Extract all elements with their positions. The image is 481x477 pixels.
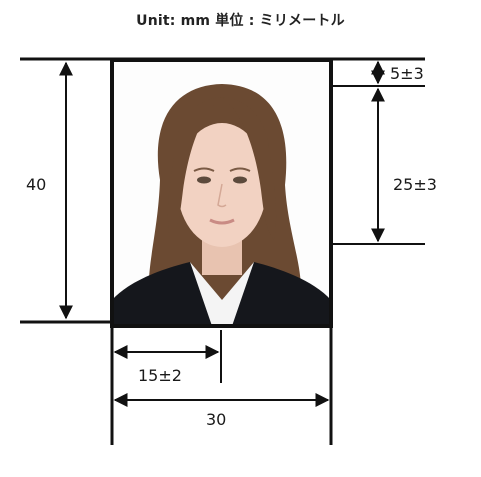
unit-title: Unit: mm 単位 : ミリメートル	[136, 13, 345, 29]
portrait-photo	[112, 60, 331, 326]
height-dimension-label: 40	[26, 175, 47, 194]
half-width-dimension-label: 15±2	[138, 366, 182, 385]
width-dimension-label: 30	[206, 410, 227, 429]
face-height-dimension-label: 25±3	[393, 175, 437, 194]
top-margin-dimension-label: 5±3	[390, 64, 424, 83]
